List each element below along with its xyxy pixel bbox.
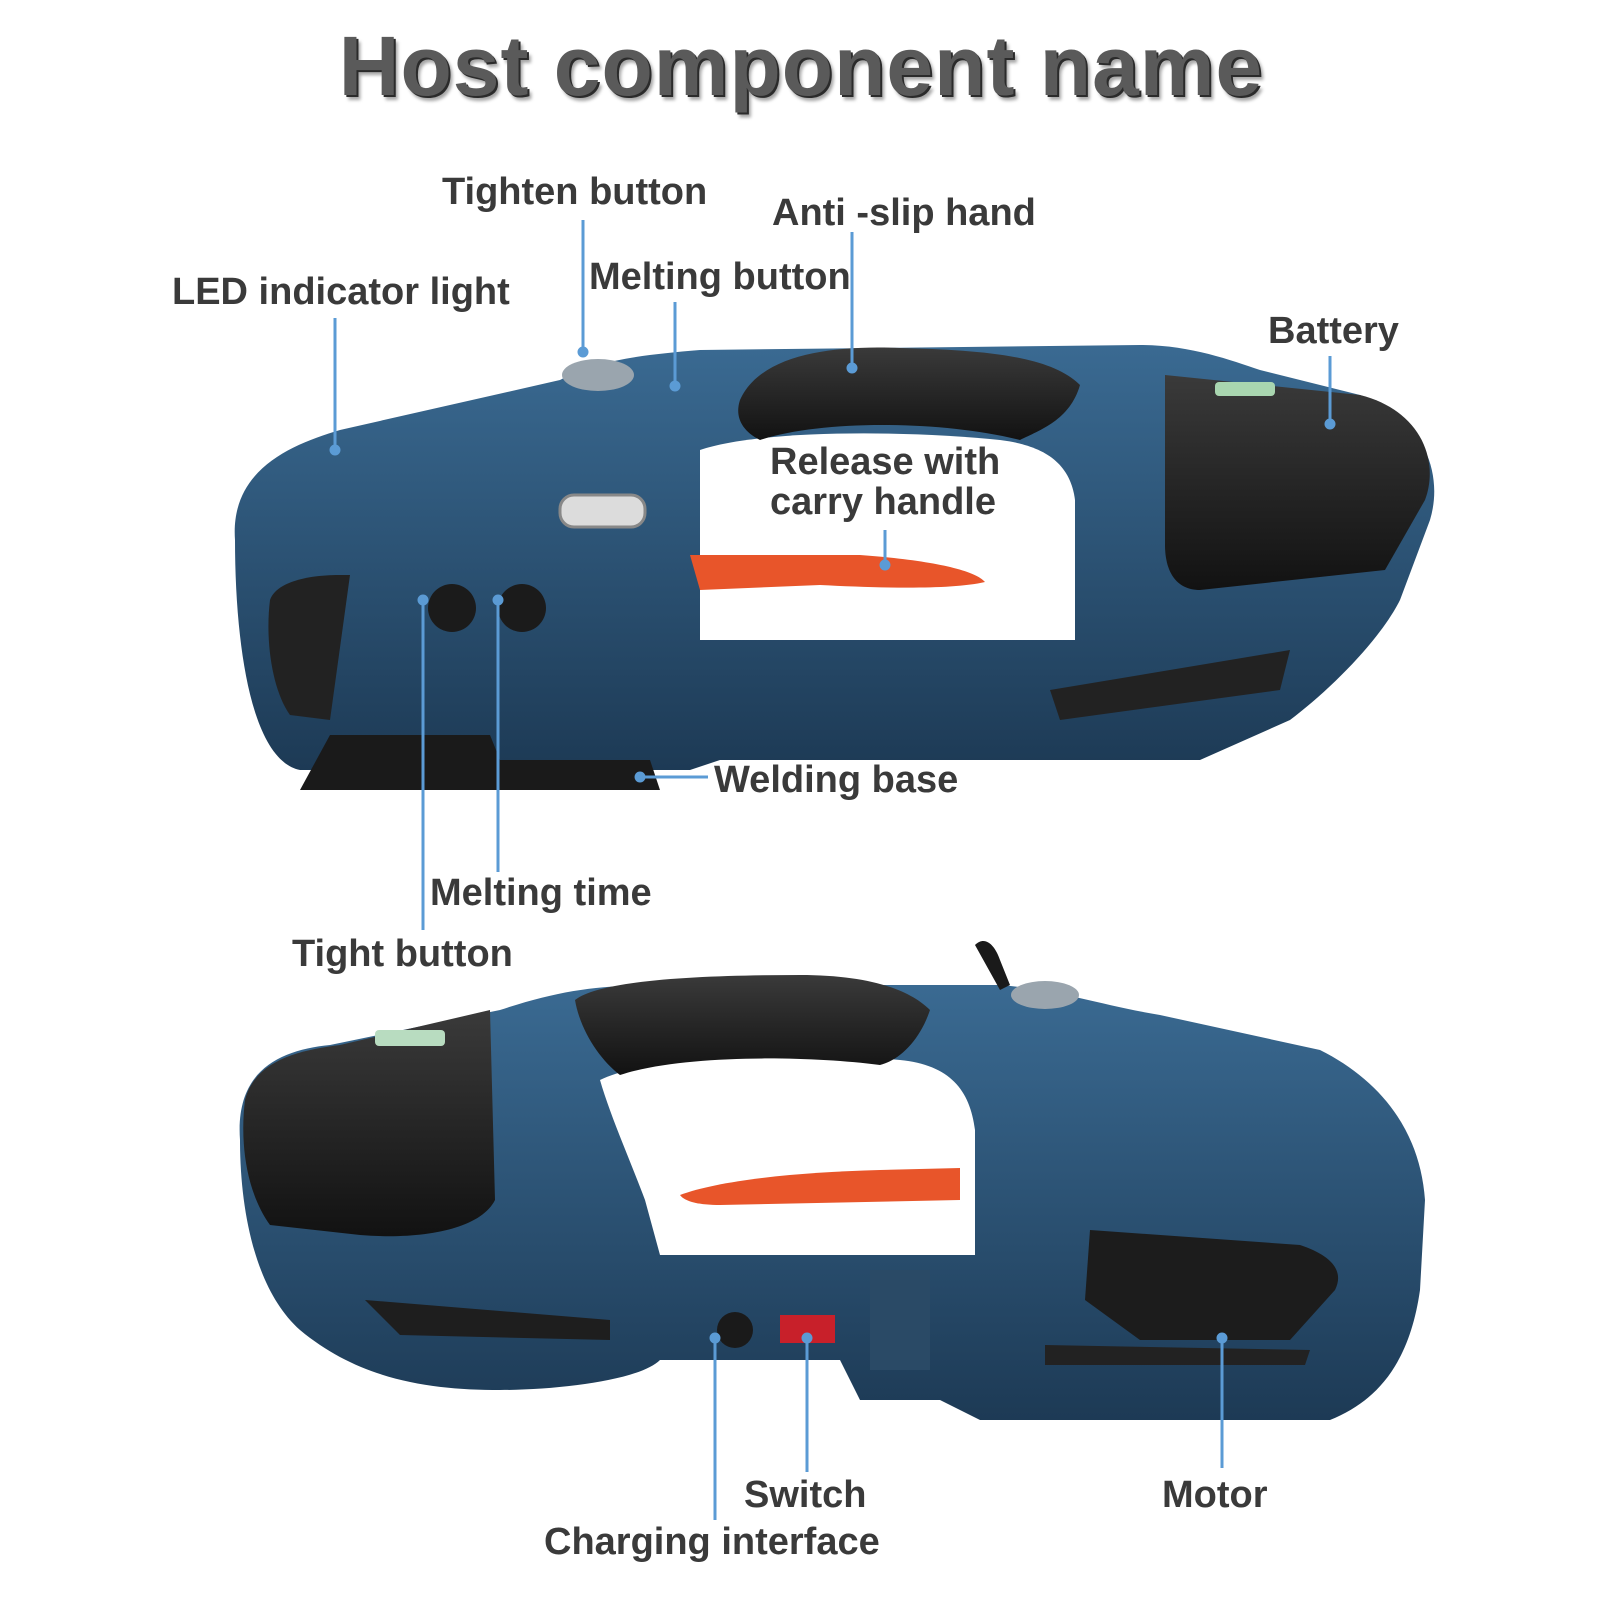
melting-time-knob (498, 584, 546, 632)
battery-indicator-bottom (375, 1030, 445, 1046)
bottom-tool (239, 940, 1426, 1420)
top-tool-handle-opening (700, 433, 1075, 640)
battery-indicator (1215, 382, 1275, 396)
top-tool (234, 345, 1435, 790)
page-title: Host component name (338, 19, 1264, 113)
anti-slip-grip (738, 347, 1080, 440)
display-window (558, 493, 647, 529)
rear-foot (1050, 650, 1290, 720)
callout-battery-dot (1324, 418, 1336, 430)
callout-switch-dot (801, 1332, 813, 1344)
label-melting-time: Melting time (430, 872, 652, 914)
callout-welding-base-dot (634, 771, 646, 783)
lower-vent-bar (365, 1300, 610, 1340)
tighten-knob-bottom (1011, 981, 1079, 1009)
label-motor: Motor (1162, 1474, 1268, 1516)
callout-melting-time-dot (492, 594, 504, 606)
callout-tighten-button-dot (577, 346, 589, 358)
tighten-knob (562, 359, 634, 391)
label-melting-button: Melting button (589, 256, 851, 298)
callout-lines (329, 220, 1336, 1520)
anti-slip-grip-bottom (575, 975, 930, 1075)
callout-anti-slip-hand-dot (846, 362, 858, 374)
motor-cover (1085, 1230, 1339, 1340)
label-battery: Battery (1268, 310, 1399, 352)
vent-block (870, 1270, 930, 1370)
tight-button-knob (428, 584, 476, 632)
label-welding-base: Welding base (714, 759, 959, 801)
front-side-pad (268, 575, 350, 720)
label-tighten-button: Tighten button (442, 171, 708, 213)
release-lever (690, 555, 985, 590)
label-tight-button: Tight button (292, 933, 513, 975)
bottom-tool-handle-opening (600, 1055, 975, 1255)
callout-motor-dot (1216, 1332, 1228, 1344)
callout-tight-button-dot (417, 594, 429, 606)
label-charging-interface: Charging interface (544, 1521, 880, 1563)
callout-led-dot (329, 444, 341, 456)
welding-base (300, 735, 660, 790)
release-lever-bottom (680, 1168, 960, 1205)
callout-release-dot (879, 559, 891, 571)
motor-strip (1045, 1345, 1310, 1365)
battery-pack (1165, 375, 1430, 590)
label-switch: Switch (744, 1474, 867, 1516)
callout-charging-dot (709, 1332, 721, 1344)
label-anti-slip-hand: Anti -slip hand (772, 192, 1036, 234)
charging-port (717, 1312, 753, 1348)
melting-lever-bottom (975, 940, 1010, 990)
label-release-with-carry-handle: Release with carry handle (770, 441, 1001, 523)
battery-pack-bottom (243, 1010, 495, 1237)
label-led-indicator-light: LED indicator light (172, 271, 510, 313)
callout-melting-button-dot (669, 380, 681, 392)
